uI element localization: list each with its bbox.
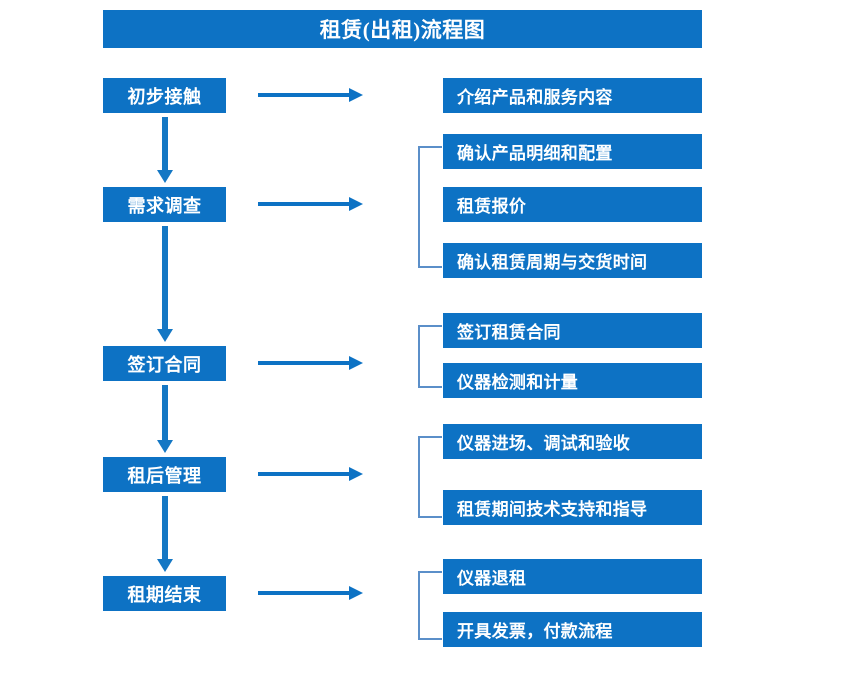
stage-box[interactable]: 租期结束 [103, 576, 226, 611]
arrow-down-icon [157, 117, 173, 183]
group-bracket-icon [418, 146, 442, 268]
detail-box[interactable]: 签订租赁合同 [443, 313, 702, 348]
arrow-right-icon [258, 467, 363, 481]
detail-box[interactable]: 开具发票，付款流程 [443, 612, 702, 647]
arrow-right-icon [258, 197, 363, 211]
arrow-down-icon [157, 496, 173, 572]
arrow-down-icon [157, 385, 173, 453]
detail-box[interactable]: 确认产品明细和配置 [443, 134, 702, 169]
detail-box[interactable]: 租赁期间技术支持和指导 [443, 490, 702, 525]
arrow-right-icon [258, 356, 363, 370]
detail-box[interactable]: 仪器检测和计量 [443, 363, 702, 398]
arrow-down-icon [157, 226, 173, 342]
stage-box[interactable]: 签订合同 [103, 346, 226, 381]
stage-box[interactable]: 初步接触 [103, 78, 226, 113]
detail-box[interactable]: 仪器进场、调试和验收 [443, 424, 702, 459]
arrow-right-icon [258, 88, 363, 102]
stage-box[interactable]: 需求调查 [103, 187, 226, 222]
group-bracket-icon [418, 436, 442, 518]
stage-box[interactable]: 租后管理 [103, 457, 226, 492]
detail-box[interactable]: 确认租赁周期与交货时间 [443, 243, 702, 278]
detail-box[interactable]: 介绍产品和服务内容 [443, 78, 702, 113]
group-bracket-icon [418, 325, 442, 388]
group-bracket-icon [418, 571, 442, 640]
detail-box[interactable]: 仪器退租 [443, 559, 702, 594]
arrow-right-icon [258, 586, 363, 600]
detail-box[interactable]: 租赁报价 [443, 187, 702, 222]
page-title: 租赁(出租)流程图 [103, 10, 702, 48]
